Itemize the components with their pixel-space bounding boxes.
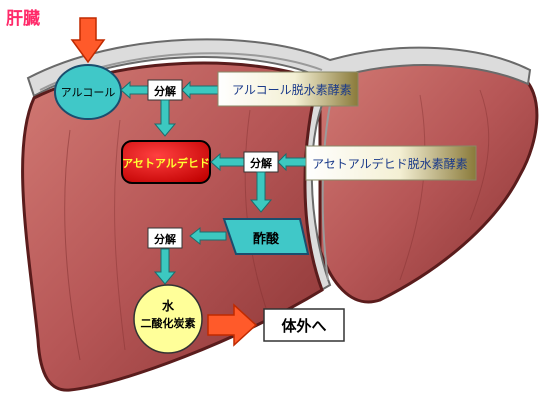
aldh-to-decompose-arrow-icon [277,152,307,172]
co2-label: 二酸化炭素 [141,316,196,330]
down-arrow-3-icon [153,248,177,285]
decompose-to-acetaldehyde-arrow-icon [210,152,245,172]
down-arrow-2-icon [249,171,273,213]
page-title: 肝臓 [6,9,40,29]
acetic-acid-node-label: 酢酸 [253,231,280,247]
decompose-3-label: 分解 [154,232,176,246]
output-arrow-icon [207,303,258,347]
decompose-1-label: 分解 [154,84,176,98]
acetaldehyde-node-shape [121,140,211,184]
decompose-3-box [147,227,183,249]
input-arrow-icon [70,17,106,64]
enzyme-aldh-label: アセトアルデヒド脱水素酵素 [312,156,468,171]
decompose-2-label: 分解 [250,156,272,170]
liver-shape [21,38,539,392]
adh-to-decompose-arrow-icon [181,80,219,100]
acetic-acid-node-shape [222,218,310,255]
down-arrow-1-icon [153,99,177,137]
outside-label: 体外へ [281,317,326,335]
alcohol-node-shape [54,64,122,120]
water-label: 水 [162,298,175,313]
acetaldehyde-node-label: アセトアルデヒド [122,156,210,170]
acetic-to-decompose-arrow-icon [189,226,227,246]
enzyme-adh-label: アルコール脱水素酵素 [232,82,352,97]
alcohol-node-label: アルコール [61,86,116,99]
enzyme-adh-box [217,71,359,107]
enzyme-aldh-box [305,145,477,181]
outside-box [263,308,345,342]
co2-water-node-shape [133,284,203,354]
decompose-to-alcohol-arrow-icon [120,80,149,100]
